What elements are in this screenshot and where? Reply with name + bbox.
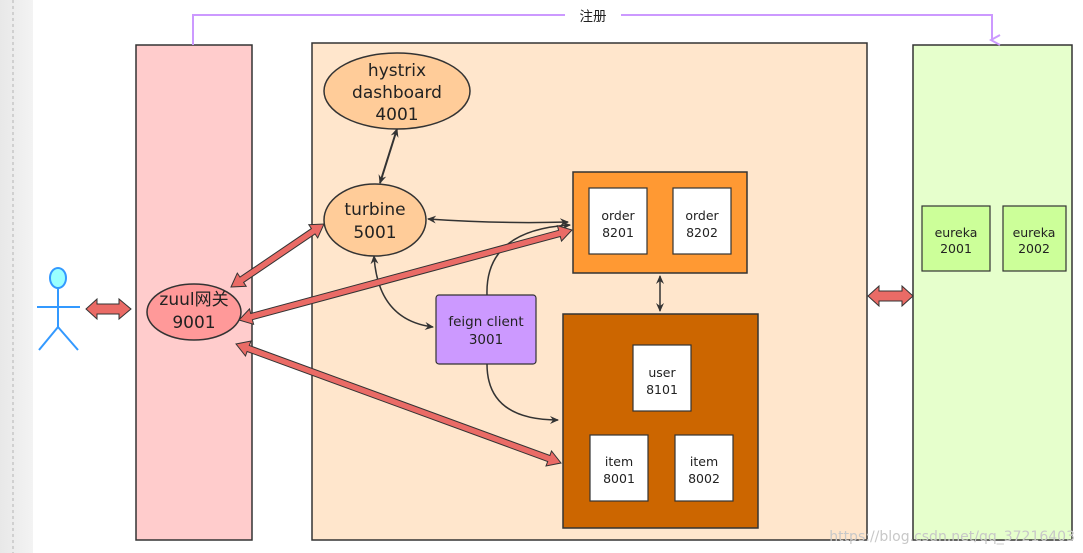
hystrix-turbine-connector [378,128,399,184]
eureka-2002-name: eureka [1013,225,1056,240]
user-8101-port: 8101 [646,382,678,397]
order-8201-name: order [601,208,635,223]
zuul-gateway-node [146,283,242,341]
turbine-order-connector [427,215,569,227]
turbine-port: 5001 [353,223,396,243]
item-8002-box [674,434,734,502]
item-8001-box [589,434,649,502]
eureka-2001-box [921,205,991,272]
order-8202-name: order [685,208,719,223]
hystrix-dashboard-node [323,52,471,130]
item-8001-port: 8001 [603,471,635,486]
actor-gateway-arrow [85,297,132,321]
user-8101-name: user [648,365,676,380]
turbine-name: turbine [344,200,405,220]
register-label-bg [565,6,621,26]
order-8201-port: 8201 [602,225,634,240]
register-label: 注册 [580,9,607,25]
item-8002-port: 8002 [688,471,720,486]
zuul-name: zuul网关 [159,290,228,310]
turbine-node [323,183,427,257]
services-registry-arrow [867,284,914,308]
watermark: https://blog.csdn.net/qq_37216403 [829,529,1075,545]
turbine-feign-connector [370,255,434,330]
editor-left-margin [0,0,33,553]
user-actor-icon [37,267,80,351]
hystrix-subname: dashboard [352,83,442,103]
item-8002-name: item [690,454,718,469]
hystrix-port: 4001 [375,105,418,125]
eureka-2001-port: 2001 [940,241,972,256]
eureka-2002-box [1002,205,1067,272]
hystrix-name: hystrix [368,61,426,81]
feign-client-node [435,294,537,365]
registry-column [912,44,1073,541]
eureka-2002-port: 2002 [1018,241,1050,256]
feign-user-connector [486,363,559,424]
order-8202-box [672,187,732,255]
eureka-2001-name: eureka [935,225,978,240]
feign-port: 3001 [469,332,503,348]
zuul-item-arrow [235,340,562,467]
user-8101-box [632,344,692,412]
zuul-order-arrow [238,224,573,326]
order-8201-box [588,187,648,255]
item-8001-name: item [605,454,633,469]
feign-name: feign client [448,314,523,330]
zuul-port: 9001 [172,313,215,333]
order-8202-port: 8202 [686,225,718,240]
